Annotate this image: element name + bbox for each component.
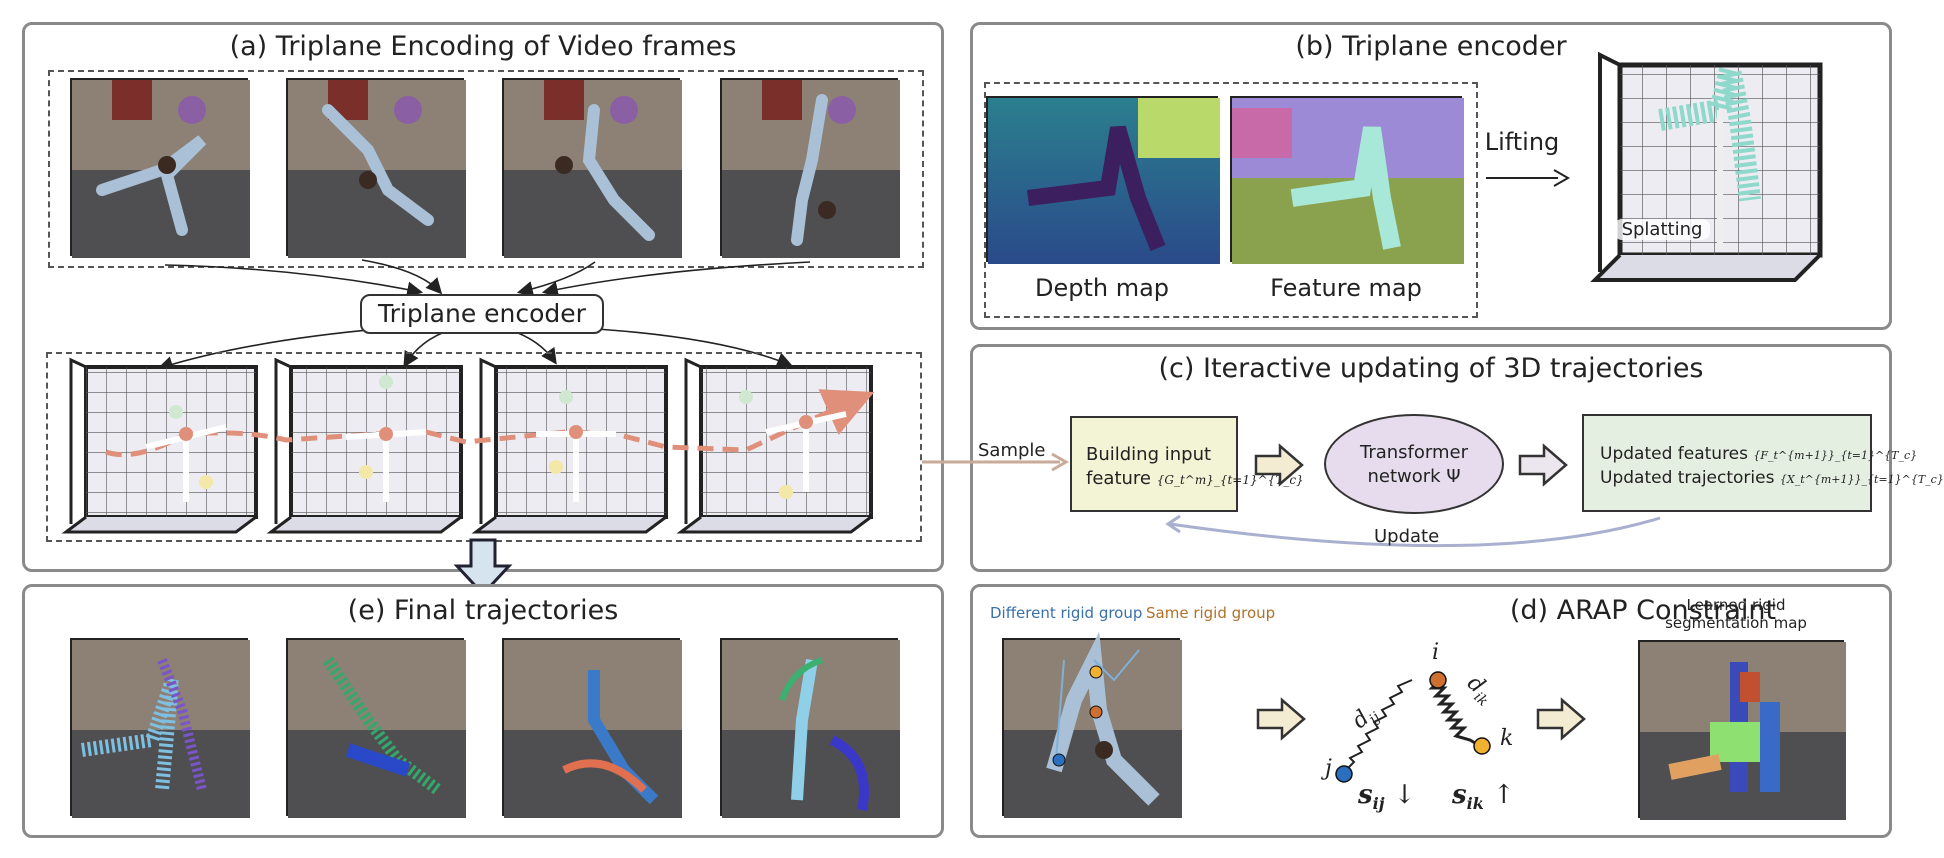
updated-traj: Updated trajectories bbox=[1600, 468, 1775, 488]
block-arrow-2 bbox=[1518, 443, 1568, 487]
block-arrow-3 bbox=[1256, 697, 1306, 741]
building-line2: feature bbox=[1086, 468, 1151, 489]
final-frame-2 bbox=[286, 638, 466, 818]
building-input-box: Building input feature {G_t^m}_{t=1}^{T_… bbox=[1070, 416, 1304, 512]
cube-2 bbox=[266, 357, 463, 534]
arap-photo bbox=[1002, 631, 1182, 818]
depth-map bbox=[986, 96, 1220, 264]
node-i: i bbox=[1432, 640, 1440, 665]
frame-4-image bbox=[722, 80, 900, 258]
frame-2-image bbox=[288, 80, 466, 258]
final-frame-1-image bbox=[72, 640, 250, 818]
panel-a-title: (a) Triplane Encoding of Video frames bbox=[229, 31, 737, 62]
segmentation-map-image bbox=[1640, 642, 1846, 820]
panel-c-title: (c) Iteractive updating of 3D trajectori… bbox=[1158, 353, 1704, 384]
block-arrow-1 bbox=[1254, 443, 1304, 487]
arap-spring-diagram bbox=[1335, 671, 1491, 783]
panel-e-title: (e) Final trajectories bbox=[347, 595, 619, 626]
final-frame-1 bbox=[70, 638, 250, 818]
cube-1 bbox=[61, 357, 258, 534]
s-ij-label: sij ↓ bbox=[1358, 780, 1415, 813]
building-math: {G_t^m}_{t=1}^{T_c} bbox=[1156, 473, 1304, 487]
triplane-cubes bbox=[61, 357, 875, 534]
s-ik-sub: ik bbox=[1466, 794, 1484, 814]
sample-arrow bbox=[922, 452, 1070, 472]
update-arrow bbox=[1165, 514, 1661, 548]
s-ij-arrow: ↓ bbox=[1393, 780, 1416, 810]
update-label: Update bbox=[1374, 526, 1440, 547]
video-frame-3 bbox=[502, 78, 682, 258]
trajectory-points bbox=[169, 375, 813, 499]
lifting-label: Lifting bbox=[1484, 128, 1560, 156]
lifting-arrow bbox=[1486, 169, 1571, 187]
transformer-line2: network Ψ bbox=[1367, 466, 1461, 487]
updated-features-math: {F_t^{m+1}}_{t=1}^{T_c} bbox=[1753, 449, 1918, 462]
arap-photo-image bbox=[1004, 631, 1182, 818]
sample-label: Sample bbox=[978, 440, 1046, 461]
seg-map-line1: Learned rigid bbox=[1686, 596, 1786, 614]
down-arrow bbox=[453, 538, 513, 597]
updated-traj-wrap: Updated trajectories {X_t^{m+1}}_{t=1}^{… bbox=[1600, 468, 1944, 488]
s-ik-arrow: ↑ bbox=[1492, 780, 1515, 810]
splatting-label: Splatting bbox=[1614, 219, 1710, 240]
feature-map-image bbox=[1232, 98, 1464, 264]
building-line1: Building input bbox=[1086, 444, 1212, 465]
depth-map-image bbox=[988, 98, 1220, 264]
final-frame-2-image bbox=[288, 640, 466, 818]
final-frame-3-image bbox=[504, 640, 682, 818]
triplane-encoder-label: Triplane encoder bbox=[378, 299, 586, 328]
video-frame-2 bbox=[286, 78, 466, 258]
seg-map-line2: segmentation map bbox=[1665, 614, 1807, 632]
splatting-cube bbox=[1590, 51, 1823, 282]
feature-map bbox=[1230, 96, 1464, 264]
depth-map-label: Depth map bbox=[1034, 274, 1170, 302]
cube-4 bbox=[676, 357, 873, 534]
panel-b-title: (b) Triplane encoder bbox=[1295, 31, 1567, 62]
different-group-label: Different rigid group bbox=[990, 604, 1143, 622]
panel-d-title: (d) ARAP Constraint bbox=[1509, 595, 1777, 626]
node-j: j bbox=[1325, 756, 1332, 781]
video-frame-1 bbox=[70, 78, 250, 258]
triplane-encoder-box: Triplane encoder bbox=[360, 294, 604, 334]
transformer-ellipse: Transformer network Ψ bbox=[1324, 414, 1504, 514]
final-frame-4 bbox=[720, 638, 900, 818]
video-frame-4 bbox=[720, 78, 900, 258]
s-ik: s bbox=[1452, 780, 1467, 810]
frame-3-image bbox=[504, 80, 682, 258]
trajectory-line bbox=[105, 389, 875, 458]
feature-map-label: Feature map bbox=[1270, 274, 1422, 302]
updated-traj-math: {X_t^{m+1}}_{t=1}^{T_c} bbox=[1779, 473, 1944, 486]
updated-features-wrap: Updated features {F_t^{m+1}}_{t=1}^{T_c} bbox=[1600, 444, 1917, 464]
block-arrow-4 bbox=[1536, 697, 1586, 741]
updated-box: Updated features {F_t^{m+1}}_{t=1}^{T_c}… bbox=[1582, 414, 1944, 512]
transformer-line1: Transformer bbox=[1359, 442, 1468, 463]
node-k: k bbox=[1500, 726, 1514, 751]
final-frame-4-image bbox=[722, 640, 900, 818]
final-frame-3 bbox=[502, 638, 682, 818]
video-frames-group bbox=[48, 70, 924, 268]
s-ik-label: sik ↑ bbox=[1452, 780, 1515, 813]
frame-1-image bbox=[72, 80, 250, 258]
maps-group bbox=[984, 82, 1478, 318]
updated-features: Updated features bbox=[1600, 444, 1748, 464]
segmentation-map bbox=[1638, 640, 1846, 820]
cube-3 bbox=[471, 357, 668, 534]
s-ij-sub: ij bbox=[1372, 794, 1385, 814]
same-group-label: Same rigid group bbox=[1146, 604, 1276, 622]
building-line2-wrap: feature {G_t^m}_{t=1}^{T_c} bbox=[1086, 468, 1304, 489]
s-ij: s bbox=[1358, 780, 1373, 810]
